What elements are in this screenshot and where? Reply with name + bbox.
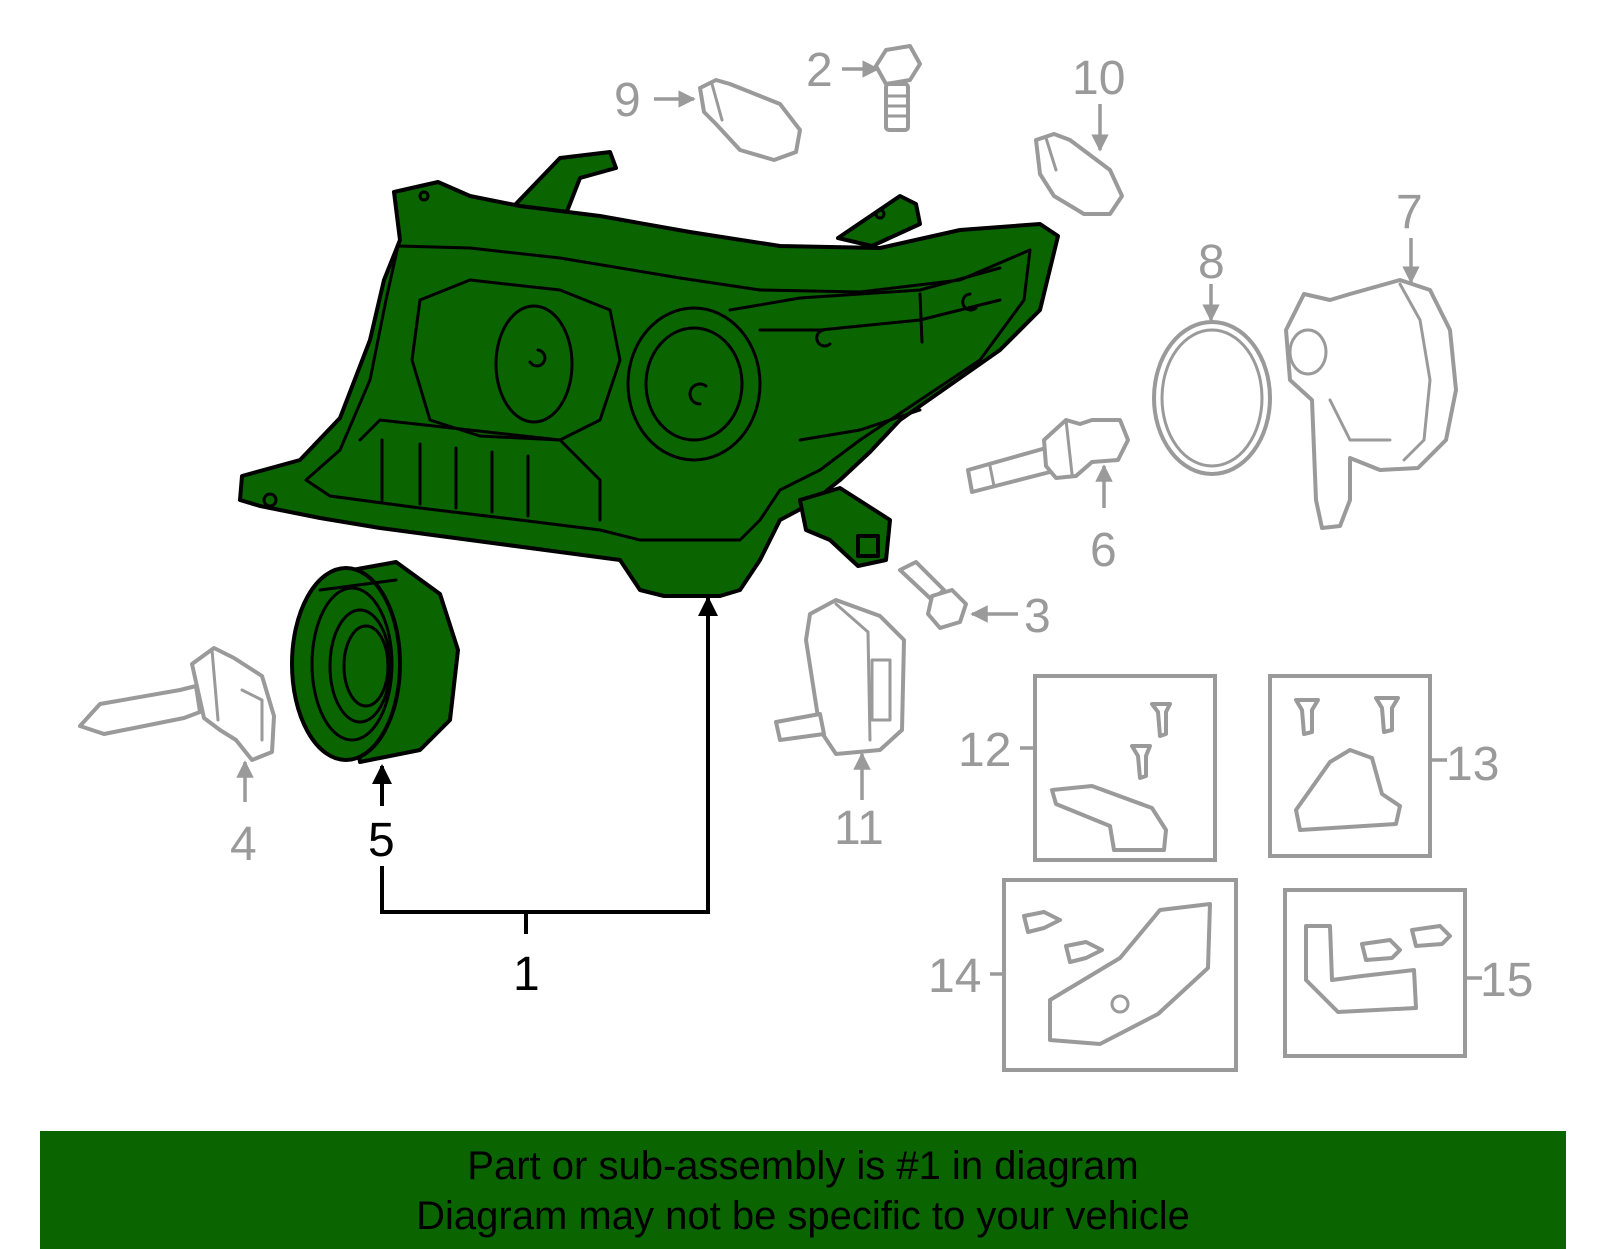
callout-10: 10 bbox=[1072, 52, 1125, 105]
bolt-part-2[interactable] bbox=[874, 44, 922, 132]
banner-line-2: Diagram may not be specific to your vehi… bbox=[416, 1194, 1190, 1238]
callout-7: 7 bbox=[1396, 186, 1423, 239]
leader-lines bbox=[236, 60, 1482, 980]
callout-1: 1 bbox=[513, 948, 540, 1001]
banner-line-1: Part or sub-assembly is #1 in diagram bbox=[467, 1144, 1139, 1188]
callout-6: 6 bbox=[1090, 524, 1117, 577]
socket-cap-part-7[interactable] bbox=[1284, 278, 1458, 530]
leveling-motor-part-11[interactable] bbox=[774, 598, 906, 756]
callout-5: 5 bbox=[368, 814, 395, 867]
callout-9: 9 bbox=[614, 74, 641, 127]
box-part-12[interactable] bbox=[1033, 674, 1217, 862]
callout-4: 4 bbox=[230, 818, 257, 871]
hid-bulb-part-6[interactable] bbox=[966, 418, 1130, 494]
callout-11: 11 bbox=[834, 802, 884, 855]
callout-2: 2 bbox=[806, 44, 833, 97]
callout-3: 3 bbox=[1024, 590, 1051, 643]
box-part-13[interactable] bbox=[1268, 674, 1432, 858]
callout-15: 15 bbox=[1480, 954, 1533, 1007]
notice-banner: Part or sub-assembly is #1 in diagram Di… bbox=[40, 1131, 1566, 1249]
callout-8: 8 bbox=[1198, 236, 1225, 289]
bolt-part-3[interactable] bbox=[898, 560, 968, 630]
halogen-bulb-part-4[interactable] bbox=[78, 646, 276, 762]
box-part-14[interactable] bbox=[1002, 878, 1238, 1072]
callout-12: 12 bbox=[958, 724, 1011, 777]
projector-lens-part-5[interactable] bbox=[290, 560, 460, 764]
seal-ring-part-8[interactable] bbox=[1152, 320, 1272, 476]
callout-13: 13 bbox=[1446, 738, 1499, 791]
headlamp-assembly-part-1[interactable] bbox=[238, 150, 1060, 598]
bulb-part-9[interactable] bbox=[698, 78, 802, 162]
callout-14: 14 bbox=[928, 950, 981, 1003]
bulb-part-10[interactable] bbox=[1034, 132, 1124, 216]
box-part-15[interactable] bbox=[1283, 888, 1467, 1058]
